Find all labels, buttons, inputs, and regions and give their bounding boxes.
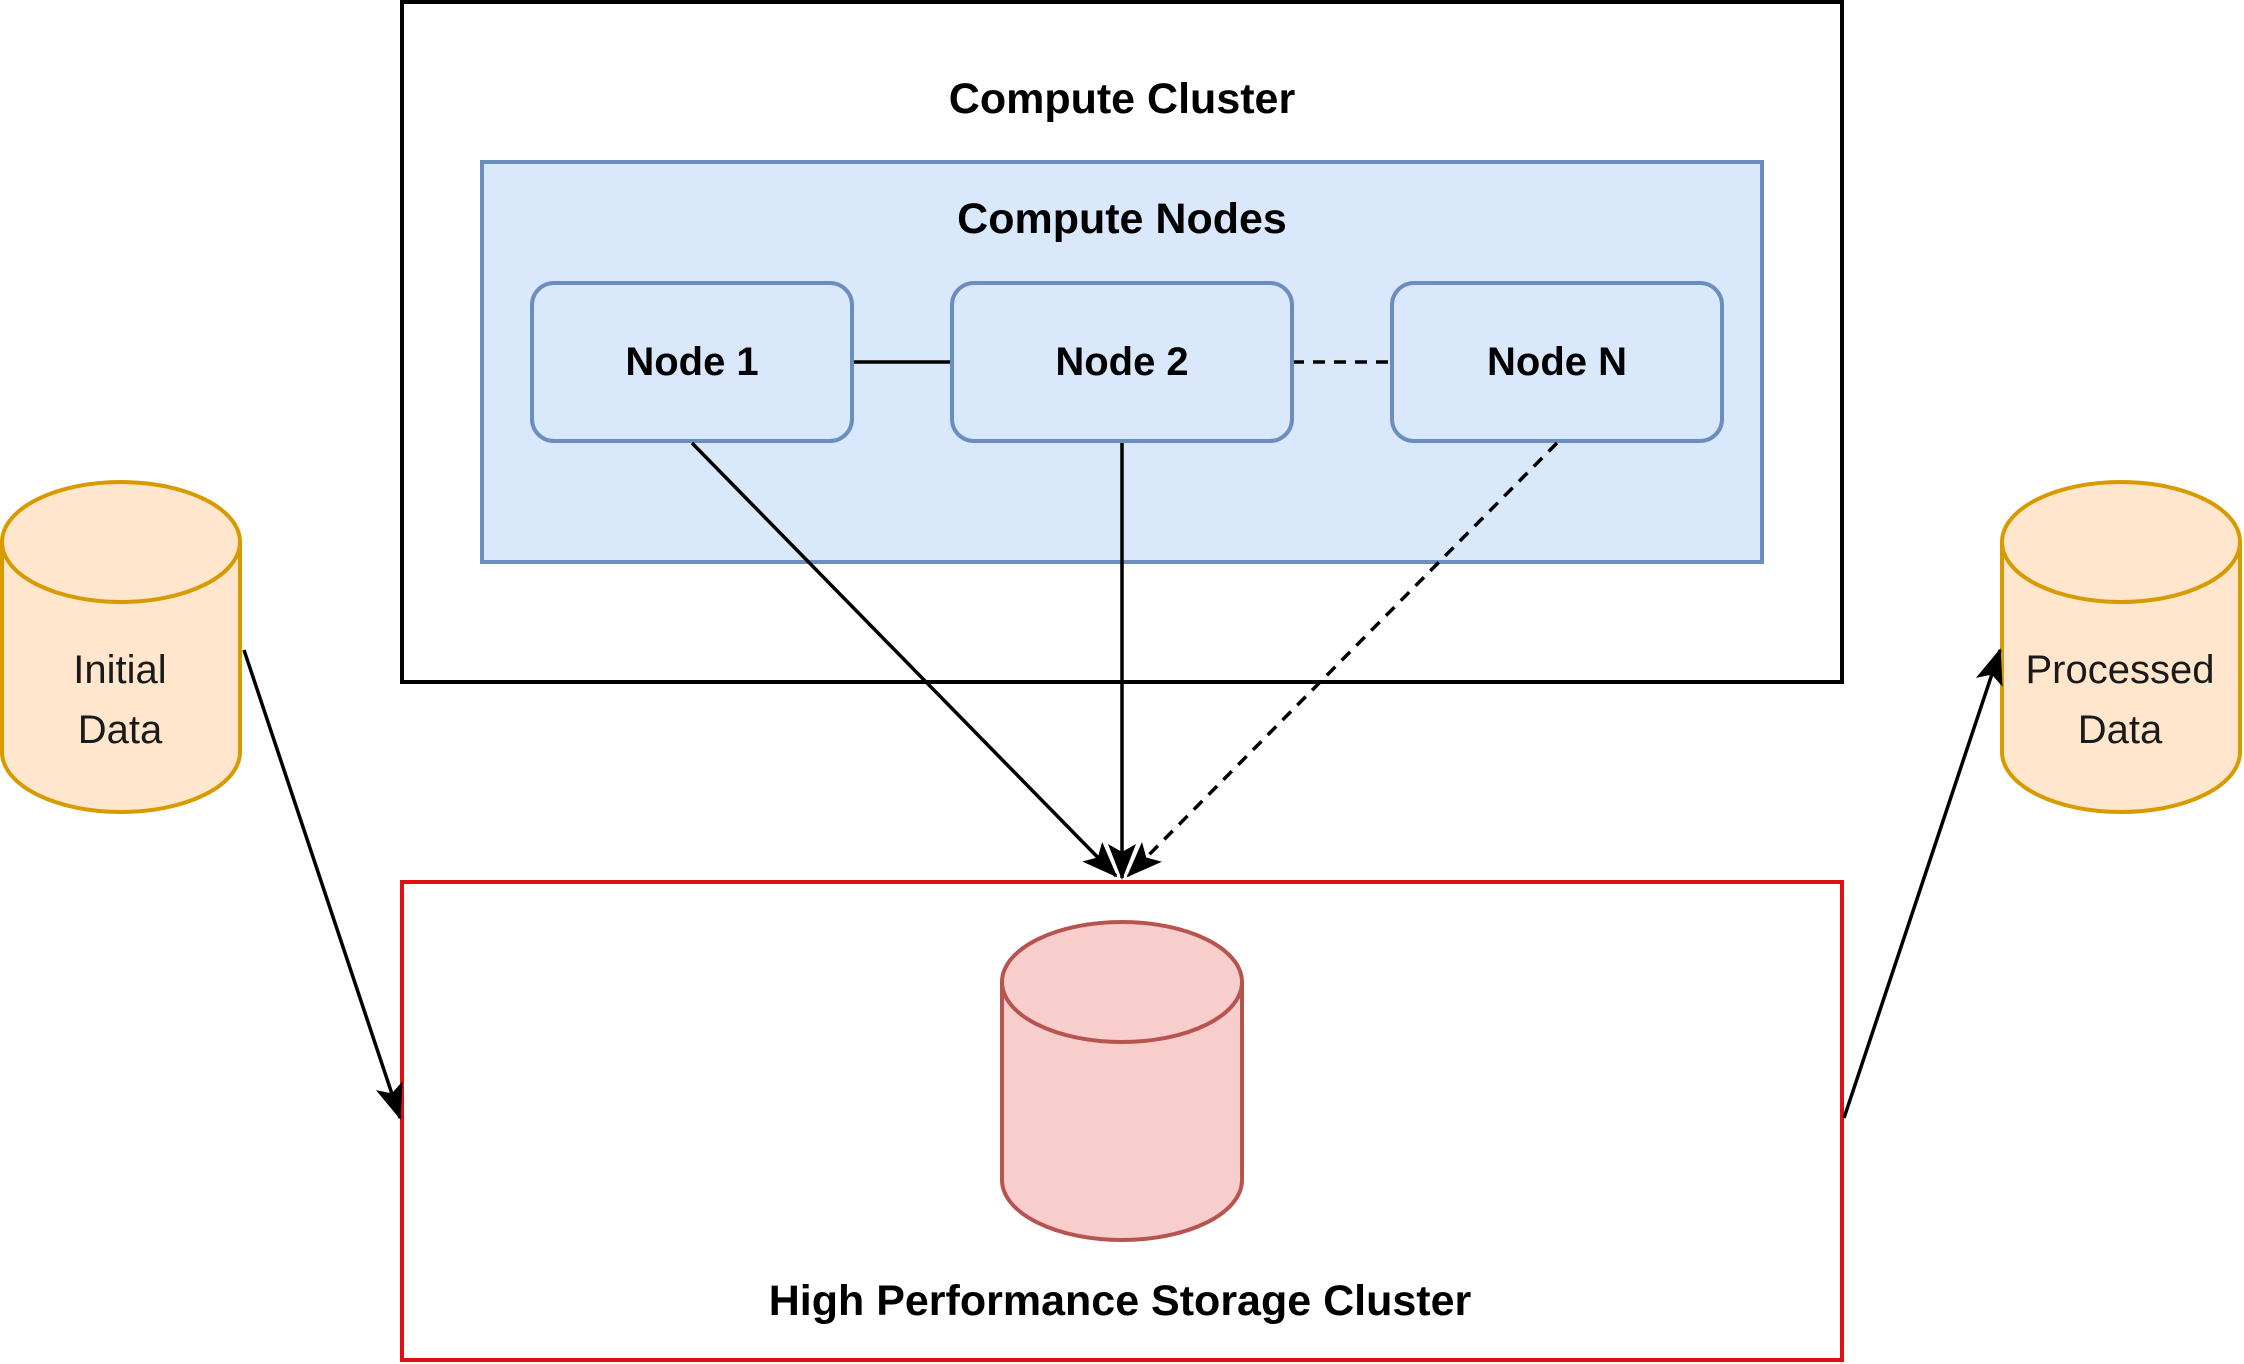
initial-data-label-line2: Data <box>78 708 163 752</box>
storage-to-processed-data-arrow <box>1842 648 2003 1119</box>
processed-data-label-line1: Processed <box>2026 648 2215 692</box>
node-2[interactable] <box>950 281 1294 443</box>
storage-database-icon <box>1000 920 1244 1242</box>
initial-data-to-storage-arrow <box>242 649 403 1120</box>
node-1-label: Node 1 <box>625 340 758 384</box>
processed-data-database-icon[interactable] <box>2000 480 2242 814</box>
initial-data-label-line1: Initial <box>73 648 166 692</box>
node-1[interactable] <box>530 281 854 443</box>
processed-data-label-line2: Data <box>2078 708 2163 752</box>
initial-data-database-icon[interactable] <box>0 480 242 814</box>
compute-cluster-title: Compute Cluster <box>949 75 1296 123</box>
node-n-label: Node N <box>1487 340 1627 384</box>
node-n[interactable] <box>1390 281 1724 443</box>
node1-to-storage-arrow <box>690 441 1118 878</box>
nodeN-to-storage-arrow <box>1126 441 1559 878</box>
node-2-label: Node 2 <box>1055 340 1188 384</box>
storage-cluster-title: High Performance Storage Cluster <box>769 1277 1472 1325</box>
compute-nodes-title: Compute Nodes <box>957 195 1287 243</box>
